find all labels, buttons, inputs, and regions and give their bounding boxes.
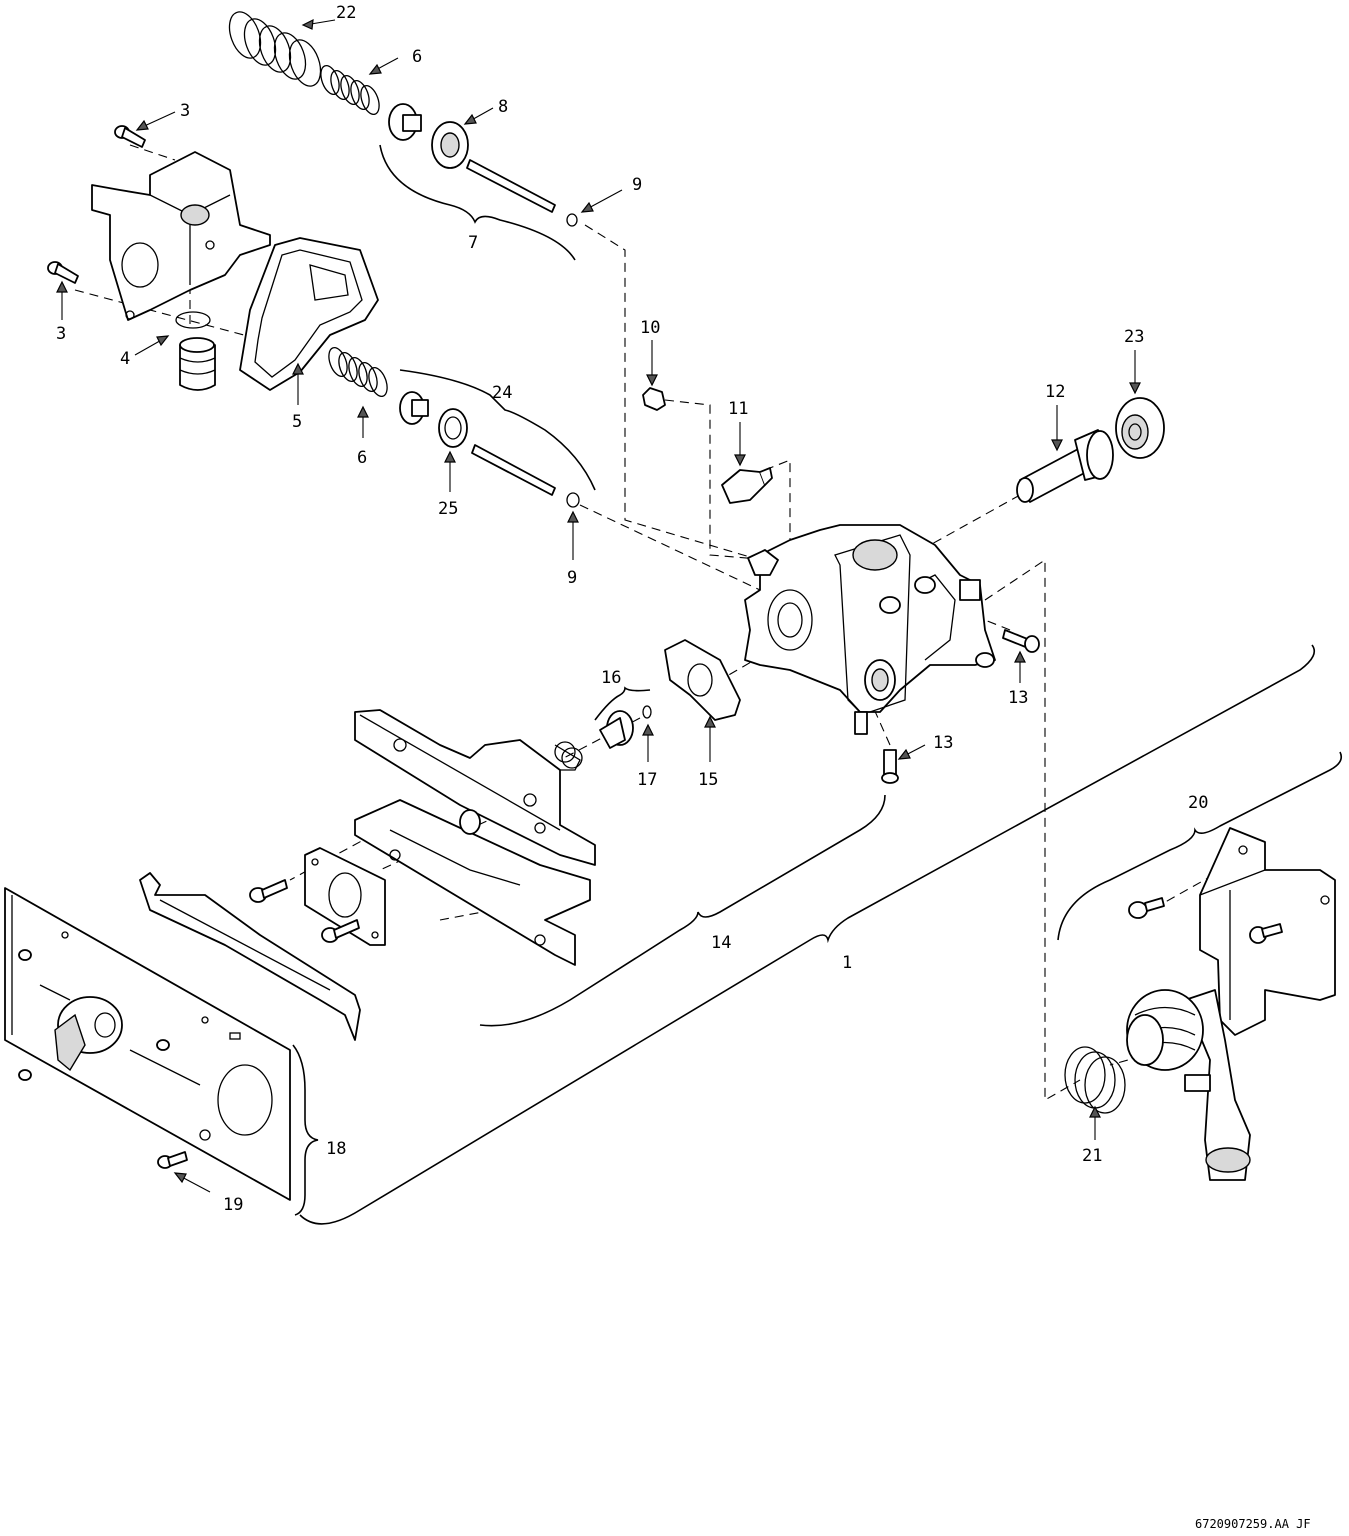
gasket-15 <box>664 639 741 721</box>
part-17-ring <box>642 705 652 719</box>
spring-clip <box>554 741 583 769</box>
callout-24: 24 <box>492 383 512 403</box>
callout-18: 18 <box>326 1139 346 1159</box>
callout-6-middle: 6 <box>357 448 367 468</box>
callout-17: 17 <box>637 770 657 790</box>
callout-4: 4 <box>120 349 130 369</box>
washer-9-middle <box>566 492 580 508</box>
valve-assembly-7 <box>388 103 556 213</box>
callout-21: 21 <box>1082 1146 1102 1166</box>
valve-assembly-24 <box>399 391 556 496</box>
bracket-assembly-14 <box>354 709 596 966</box>
callout-labels: 22 6 3 8 9 7 3 10 23 4 12 24 11 5 6 25 9… <box>56 3 1208 1215</box>
callout-16: 16 <box>601 668 621 688</box>
callout-9-top: 9 <box>632 175 642 195</box>
callout-13-bottom: 13 <box>933 733 953 753</box>
callout-10: 10 <box>640 318 660 338</box>
callout-8: 8 <box>498 97 508 117</box>
callout-13-right: 13 <box>1008 688 1028 708</box>
screw-3-top <box>114 125 146 148</box>
screw-13-right <box>1002 629 1040 653</box>
screw-19 <box>157 1151 188 1169</box>
callout-19: 19 <box>223 1195 243 1215</box>
braces <box>292 144 1343 1225</box>
leader-arrows <box>56 18 1141 1193</box>
callout-5: 5 <box>292 412 302 432</box>
spring-small-6-middle <box>328 346 388 398</box>
callout-7: 7 <box>468 233 478 253</box>
nipple-10 <box>642 387 666 411</box>
spring-large-22 <box>228 11 322 87</box>
callout-11: 11 <box>728 399 748 419</box>
filter-insert <box>179 337 216 391</box>
callout-15: 15 <box>698 770 718 790</box>
cap-23 <box>1115 397 1165 459</box>
water-connector-pipe <box>1126 989 1251 1181</box>
spring-small-6-top <box>320 64 380 116</box>
callout-3-left: 3 <box>56 324 66 344</box>
callout-25: 25 <box>438 499 458 519</box>
main-valve-body <box>744 524 996 735</box>
lever-arm <box>139 872 361 1041</box>
part-16-seal <box>599 710 634 749</box>
sensor-11 <box>721 467 773 504</box>
callout-9-middle: 9 <box>567 568 577 588</box>
front-panel-18 <box>4 887 291 1201</box>
callout-1: 1 <box>842 953 852 973</box>
callout-3-top: 3 <box>180 101 190 121</box>
spindle-12 <box>1016 429 1114 503</box>
reference-code: 6720907259.AA JF <box>1195 1517 1311 1531</box>
screw-20-a <box>1128 897 1165 919</box>
callout-6-top: 6 <box>412 47 422 67</box>
screw-3-left <box>47 261 79 284</box>
washer-9-top <box>566 213 578 227</box>
gasket-5 <box>239 237 379 391</box>
screw-plate-b <box>321 919 360 943</box>
spring-21 <box>1064 1046 1126 1114</box>
screw-plate-a <box>249 879 288 903</box>
callout-22: 22 <box>336 3 356 23</box>
screw-13-bottom <box>881 749 899 784</box>
callout-23: 23 <box>1124 327 1144 347</box>
screw-20-b <box>1249 923 1283 944</box>
mounting-plate <box>304 847 386 946</box>
cover-housing <box>91 151 271 321</box>
callout-20: 20 <box>1188 793 1208 813</box>
o-ring-4 <box>175 311 211 329</box>
callout-12: 12 <box>1045 382 1065 402</box>
callout-14: 14 <box>711 933 731 953</box>
